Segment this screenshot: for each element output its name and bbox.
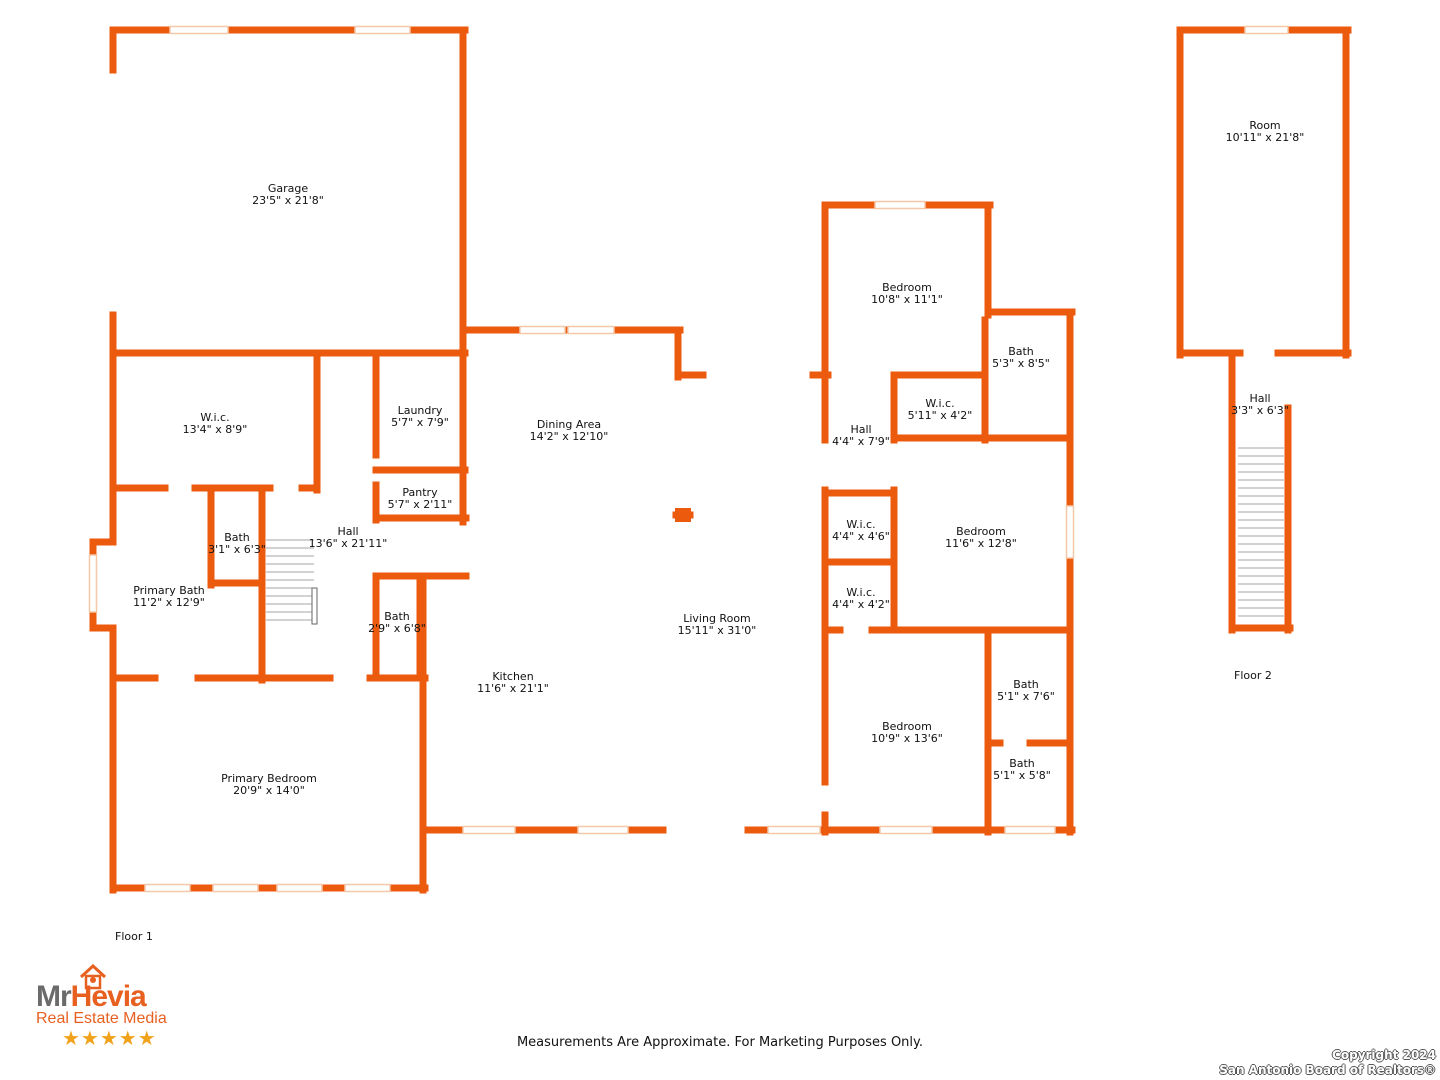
room-dimensions: 4'4" x 4'2"	[832, 598, 890, 611]
room-dimensions: 2'9" x 6'8"	[368, 622, 426, 635]
room-name: Bath	[384, 610, 410, 623]
room-name: W.i.c.	[846, 518, 875, 531]
stair-rail	[311, 587, 318, 625]
window	[767, 825, 821, 835]
window	[1004, 825, 1056, 835]
room-name: Bedroom	[956, 525, 1006, 538]
room-dimensions: 5'7" x 7'9"	[391, 416, 449, 429]
pillar	[675, 508, 691, 522]
room-dimensions: 5'1" x 5'8"	[993, 769, 1051, 782]
room-name: Pantry	[402, 486, 438, 499]
room-name: Garage	[268, 182, 309, 195]
room-name: Primary Bedroom	[221, 772, 317, 785]
window	[276, 883, 323, 893]
room-dimensions: 15'11" x 31'0"	[678, 624, 757, 637]
room-dimensions: 10'8" x 11'1"	[871, 293, 943, 306]
window	[344, 883, 391, 893]
room-dimensions: 11'2" x 12'9"	[133, 596, 205, 609]
room-dimensions: 13'6" x 21'11"	[309, 537, 388, 550]
room-name: Bedroom	[882, 720, 932, 733]
room-dimensions: 5'7" x 2'11"	[388, 498, 453, 511]
room-name: Primary Bath	[133, 584, 205, 597]
window	[212, 883, 259, 893]
copyright-notice: Copyright 2024 San Antonio Board of Real…	[1219, 1048, 1436, 1077]
room-name: Hall	[337, 525, 358, 538]
room-dimensions: 5'3" x 8'5"	[992, 357, 1050, 370]
room-name: Room	[1249, 119, 1280, 132]
walls	[89, 26, 1352, 894]
window	[144, 883, 191, 893]
room-name: Bath	[224, 531, 250, 544]
room-dimensions: 5'1" x 7'6"	[997, 690, 1055, 703]
window	[879, 825, 933, 835]
room-name: W.i.c.	[200, 411, 229, 424]
room-dimensions: 13'4" x 8'9"	[183, 423, 248, 436]
room-name: Bath	[1008, 345, 1034, 358]
room-dimensions: 3'1" x 6'3"	[208, 543, 266, 556]
room-dimensions: 3'3" x 6'3"	[1231, 404, 1289, 417]
room-dimensions: 10'9" x 13'6"	[871, 732, 943, 745]
disclaimer-text: Measurements Are Approximate. For Market…	[516, 1035, 924, 1050]
room-dimensions: 23'5" x 21'8"	[252, 194, 324, 207]
logo-name: MrHevia	[36, 980, 147, 1013]
room-dimensions: 5'11" x 4'2"	[908, 409, 973, 422]
room-name: Living Room	[683, 612, 751, 625]
stairs	[266, 447, 1284, 625]
room-dimensions: 20'9" x 14'0"	[233, 784, 305, 797]
room-dimensions: 4'4" x 7'9"	[832, 435, 890, 448]
window	[519, 325, 566, 335]
room-name: Laundry	[398, 404, 443, 417]
window	[88, 554, 98, 613]
room-dimensions: 10'11" x 21'8"	[1226, 131, 1305, 144]
room-name: W.i.c.	[925, 397, 954, 410]
room-name: Bath	[1013, 678, 1039, 691]
rating-stars: ★★★★★	[62, 1026, 157, 1050]
window	[169, 25, 229, 35]
room-name: W.i.c.	[846, 586, 875, 599]
floor-2-label: Floor 2	[1234, 669, 1272, 682]
room-dimensions: 4'4" x 4'6"	[832, 530, 890, 543]
logo-subtitle: Real Estate Media	[36, 1010, 167, 1027]
company-logo: MrHevia Real Estate Media ★★★★★	[34, 964, 204, 1054]
window	[354, 25, 411, 35]
room-name: Bedroom	[882, 281, 932, 294]
window	[1244, 25, 1289, 35]
room-dimensions: 11'6" x 21'1"	[477, 682, 549, 695]
room-dimensions: 11'6" x 12'8"	[945, 537, 1017, 550]
window	[1065, 505, 1075, 559]
room-dimensions: 14'2" x 12'10"	[530, 430, 609, 443]
window	[874, 200, 926, 210]
room-name: Hall	[850, 423, 871, 436]
window	[577, 825, 629, 835]
house-icon	[79, 964, 107, 990]
window	[462, 825, 516, 835]
room-name: Kitchen	[492, 670, 533, 683]
room-name: Bath	[1009, 757, 1035, 770]
room-name: Dining Area	[537, 418, 601, 431]
room-name: Hall	[1249, 392, 1270, 405]
windows	[88, 25, 1289, 893]
window	[567, 325, 615, 335]
floor-1-label: Floor 1	[115, 930, 153, 943]
